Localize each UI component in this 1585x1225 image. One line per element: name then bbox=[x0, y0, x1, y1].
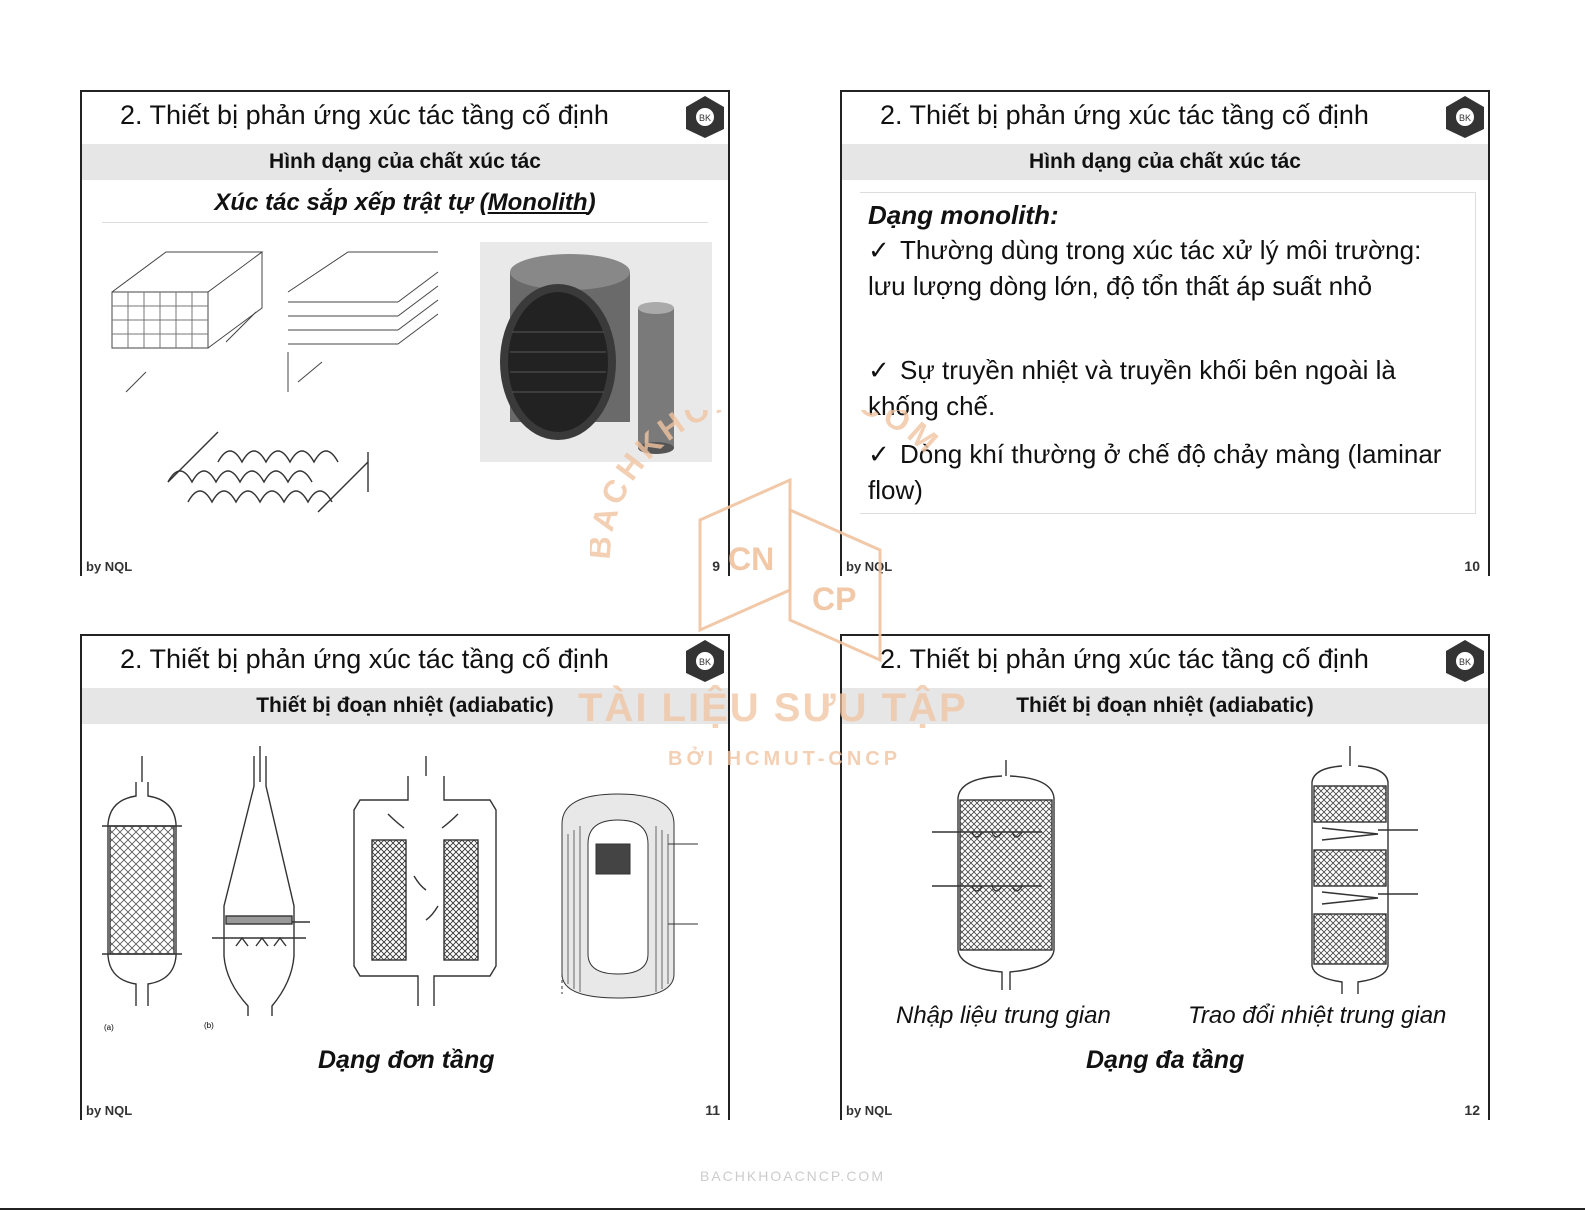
lead-heading: Dạng monolith: bbox=[868, 200, 1059, 230]
interstage-feed-reactor-diagram bbox=[932, 760, 1055, 990]
watermark-logo-cn: CN bbox=[728, 541, 774, 577]
slide-title: 2. Thiết bị phản ứng xúc tác tầng cố địn… bbox=[120, 644, 609, 674]
svg-text:BK: BK bbox=[1459, 113, 1471, 123]
svg-text:BK: BK bbox=[699, 657, 711, 667]
monolith-photo bbox=[480, 242, 712, 462]
corrugated-monolith-diagram bbox=[167, 431, 369, 513]
subheading-suffix: ) bbox=[587, 189, 596, 216]
subheading-link[interactable]: Monolith bbox=[487, 189, 588, 216]
page-number: 10 bbox=[1464, 558, 1480, 574]
svg-text:BK: BK bbox=[1459, 657, 1471, 667]
reactor-diagram-a: (a) bbox=[102, 756, 182, 1032]
bullet-text: Sự truyền nhiệt và truyền khối bên ngoài… bbox=[868, 355, 1396, 421]
slide-title: 2. Thiết bị phản ứng xúc tác tầng cố địn… bbox=[880, 644, 1369, 674]
interstage-heat-exchanger-reactor-diagram bbox=[1311, 746, 1418, 994]
page-number: 9 bbox=[712, 558, 720, 574]
slide-title: 2. Thiết bị phản ứng xúc tác tầng cố địn… bbox=[120, 100, 609, 130]
slide-10: 2. Thiết bị phản ứng xúc tác tầng cố địn… bbox=[840, 90, 1490, 576]
figure-caption: Dạng đơn tầng bbox=[318, 1046, 495, 1074]
bullet-item: ✓Thường dùng trong xúc tác xử lý môi trư… bbox=[868, 232, 1458, 304]
bullet-text: Thường dùng trong xúc tác xử lý môi trườ… bbox=[868, 235, 1422, 301]
monolith-diagram-a bbox=[111, 251, 264, 393]
section-band: Thiết bị đoạn nhiệt (adiabatic) bbox=[82, 688, 728, 724]
slide-12: 2. Thiết bị phản ứng xúc tác tầng cố địn… bbox=[840, 634, 1490, 1120]
footer-url: BACHKHOACNCP.COM bbox=[700, 1168, 885, 1184]
checkmark-icon: ✓ bbox=[868, 235, 890, 265]
university-logo-icon: BK bbox=[686, 96, 724, 138]
slide-title: 2. Thiết bị phản ứng xúc tác tầng cố địn… bbox=[880, 100, 1369, 130]
footer-author: by NQL bbox=[846, 559, 893, 574]
subheading-prefix: Xúc tác sắp xếp trật tự ( bbox=[214, 189, 488, 216]
section-band: Hình dạng của chất xúc tác bbox=[842, 144, 1488, 180]
checkmark-icon: ✓ bbox=[868, 439, 890, 469]
section-band: Hình dạng của chất xúc tác bbox=[82, 144, 728, 180]
svg-text:BK: BK bbox=[699, 113, 711, 123]
svg-text:(b): (b) bbox=[204, 1021, 214, 1030]
caption-left: Nhập liệu trung gian bbox=[896, 1002, 1111, 1029]
section-band: Thiết bị đoạn nhiệt (adiabatic) bbox=[842, 688, 1488, 724]
page-number: 11 bbox=[705, 1102, 720, 1118]
slide-11: 2. Thiết bị phản ứng xúc tác tầng cố địn… bbox=[80, 634, 730, 1120]
watermark-logo-cp: CP bbox=[812, 581, 856, 617]
content-box bbox=[860, 192, 1476, 514]
subheading: Xúc tác sắp xếp trật tự (Monolith) bbox=[102, 184, 708, 223]
monolith-diagram-b bbox=[287, 251, 439, 392]
bullet-item: ✓Sự truyền nhiệt và truyền khối bên ngoà… bbox=[868, 352, 1458, 424]
bullet-item: ✓Dòng khí thường ở chế độ chảy màng (lam… bbox=[868, 436, 1458, 508]
university-logo-icon: BK bbox=[1446, 96, 1484, 138]
figure-caption: Dạng đa tầng bbox=[1086, 1046, 1245, 1074]
reactor-diagram-b: (b) bbox=[204, 746, 310, 1030]
page-number: 12 bbox=[1464, 1102, 1480, 1118]
slide-9: 2. Thiết bị phản ứng xúc tác tầng cố địn… bbox=[80, 90, 730, 576]
svg-text:(a): (a) bbox=[104, 1023, 114, 1032]
bottom-divider bbox=[0, 1208, 1585, 1210]
university-logo-icon: BK bbox=[686, 640, 724, 682]
radial-flow-reactor-diagram bbox=[353, 756, 497, 1006]
footer-author: by NQL bbox=[86, 559, 133, 574]
university-logo-icon: BK bbox=[1446, 640, 1484, 682]
caption-right: Trao đổi nhiệt trung gian bbox=[1188, 1002, 1447, 1029]
footer-author: by NQL bbox=[846, 1103, 893, 1118]
bullet-text: Dòng khí thường ở chế độ chảy màng (lami… bbox=[868, 439, 1442, 505]
checkmark-icon: ✓ bbox=[868, 355, 890, 385]
annular-bed-reactor-diagram bbox=[561, 793, 698, 999]
footer-author: by NQL bbox=[86, 1103, 133, 1118]
